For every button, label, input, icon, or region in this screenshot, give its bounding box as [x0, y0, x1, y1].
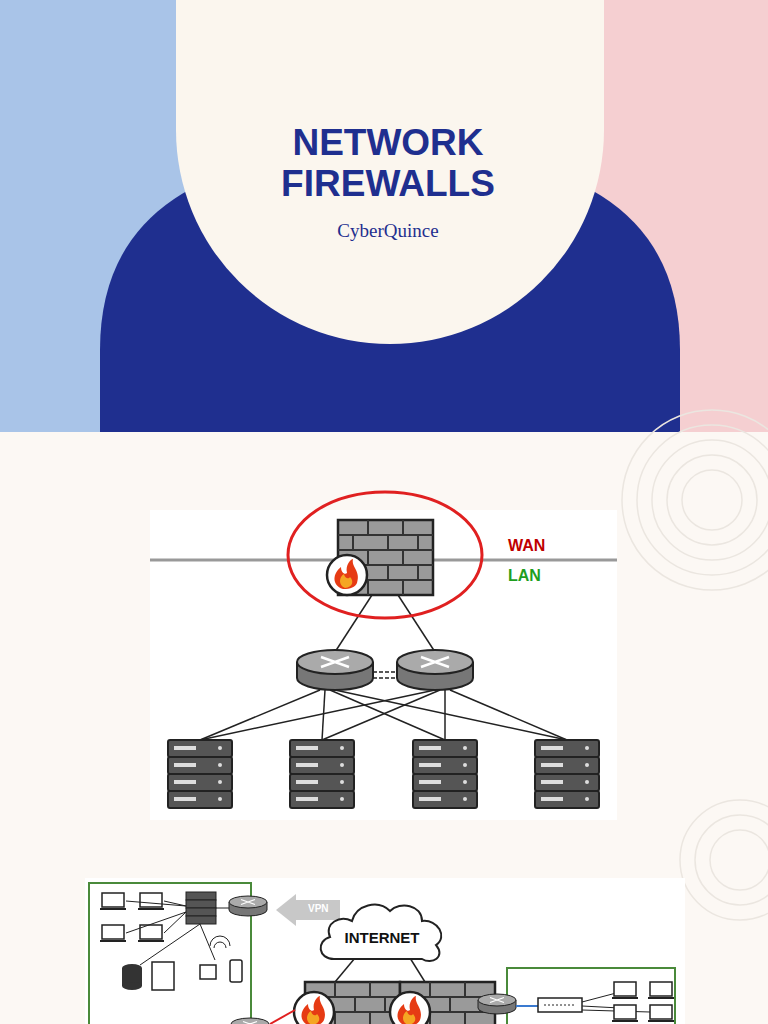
cover-title: NETWORK FIREWALLS	[248, 122, 528, 205]
arrow-label: VPN	[308, 903, 329, 915]
node-text: INTERNET	[345, 929, 420, 946]
cloud-node: INTERNET	[314, 897, 450, 967]
zone-label: WAN	[508, 536, 545, 555]
zone-label: LAN	[508, 566, 541, 585]
author-name: CyberQuince	[278, 220, 498, 243]
